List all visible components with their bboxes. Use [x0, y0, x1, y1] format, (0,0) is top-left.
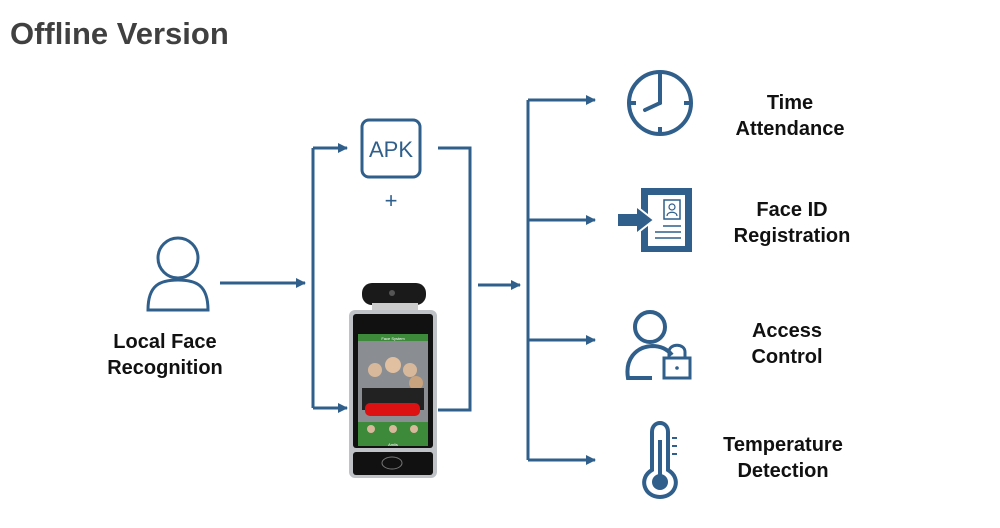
output-label-faceid: Face ID Registration [692, 197, 892, 249]
face-recognition-device: Face System Amlis [349, 283, 437, 478]
apk-label: APK [369, 137, 413, 162]
apk-box [360, 118, 422, 179]
user-lock-icon [625, 310, 692, 380]
clock-icon [627, 70, 693, 136]
output-label-line1: Face ID [756, 199, 828, 221]
user-icon [146, 236, 210, 312]
output-label-line2: Detection [737, 460, 829, 482]
output-label-line1: Temperature [723, 434, 843, 456]
thermometer-icon [642, 421, 678, 500]
output-label-line1: Time [766, 92, 814, 114]
device-brand: Amlis [388, 442, 398, 447]
output-label-line2: Control [751, 346, 823, 368]
source-label-line1: Local Face [113, 331, 217, 353]
output-label-line2: Registration [733, 225, 851, 247]
id-card-icon [616, 188, 692, 252]
page-title: Offline Version [10, 16, 229, 51]
plus-sign: + [385, 188, 398, 213]
merge-line [438, 146, 472, 412]
source-label-line2: Recognition [107, 357, 223, 379]
device-screen-title: Face System [381, 336, 405, 341]
output-label-line2: Attendance [735, 118, 845, 140]
output-label-line1: Access [751, 320, 823, 342]
